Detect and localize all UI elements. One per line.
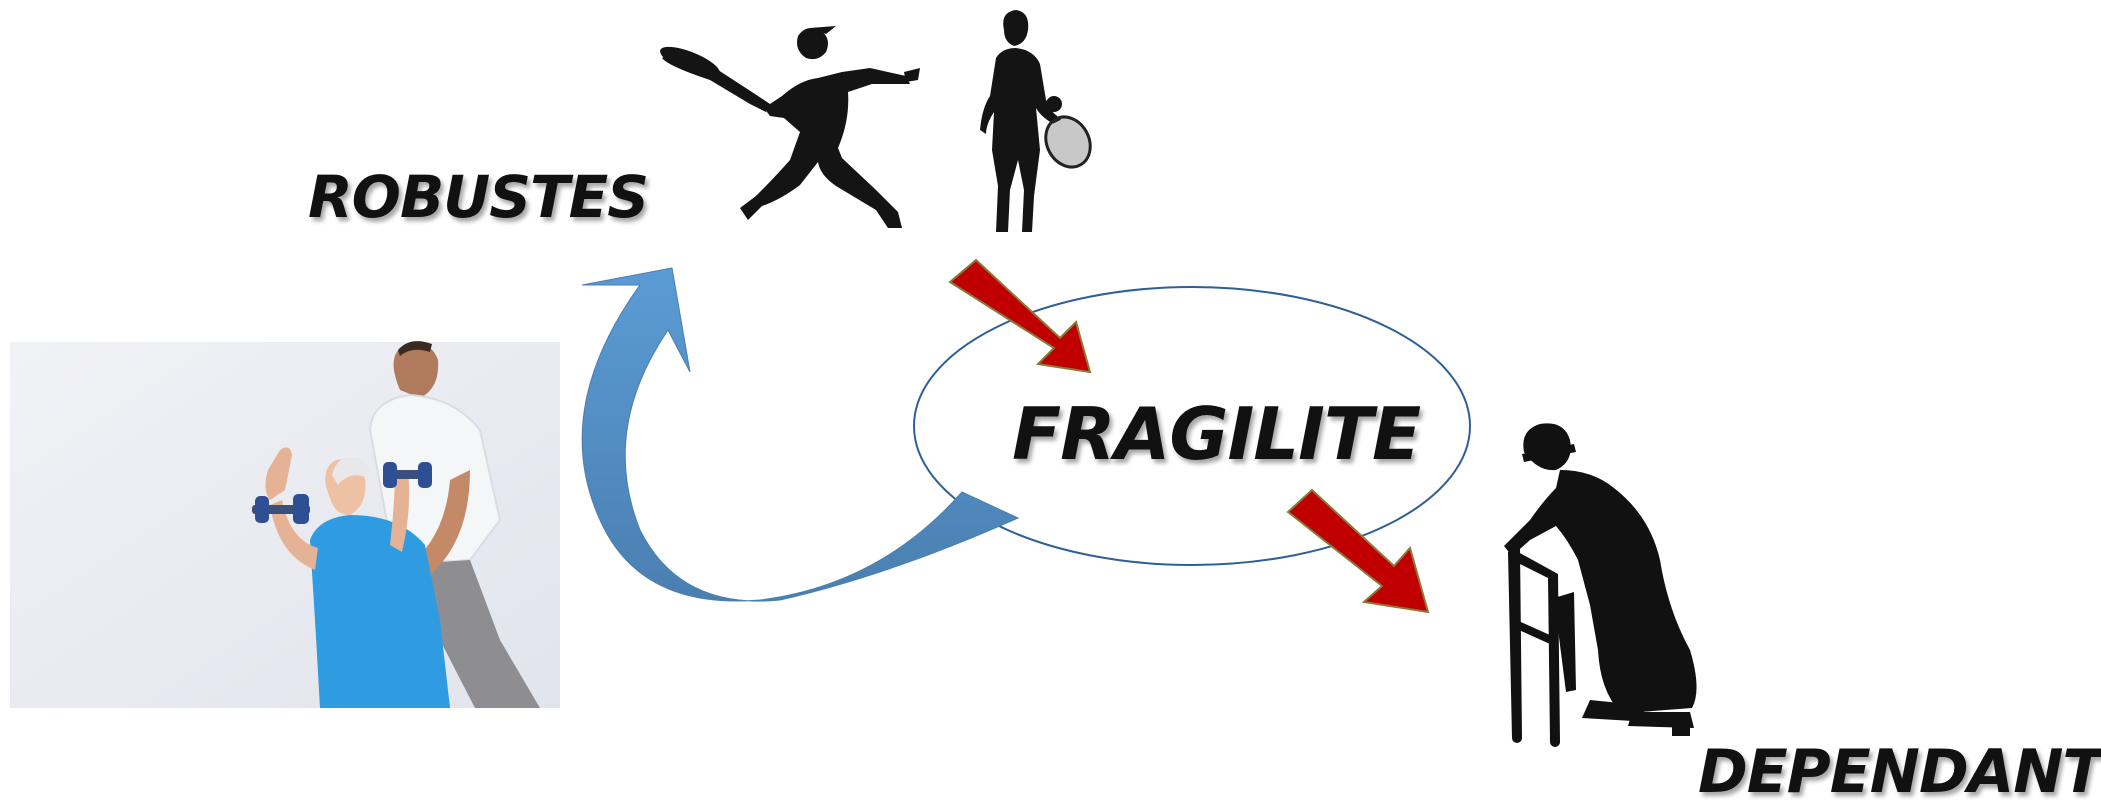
dumbbell-left	[252, 494, 310, 524]
label-dependant: DEPENDANT	[1698, 737, 2101, 807]
label-robustes: ROBUSTES	[308, 163, 649, 231]
elderly-person-with-walker-icon	[1504, 423, 1697, 747]
label-fragilite: FRAGILITE	[1012, 392, 1421, 476]
decline-arrow-fragilite-to-dependant	[1286, 488, 1430, 614]
senior-exercise-photo	[10, 341, 560, 708]
return-arrow	[581, 267, 1020, 602]
dumbbell-right	[383, 462, 432, 488]
tennis-player-swinging-icon	[660, 26, 920, 228]
fragilite-ellipse	[913, 286, 1471, 566]
decline-arrow-robustes-to-fragilite	[948, 258, 1092, 374]
tennis-player-standing-icon	[980, 10, 1092, 232]
senior-figure	[265, 447, 450, 708]
